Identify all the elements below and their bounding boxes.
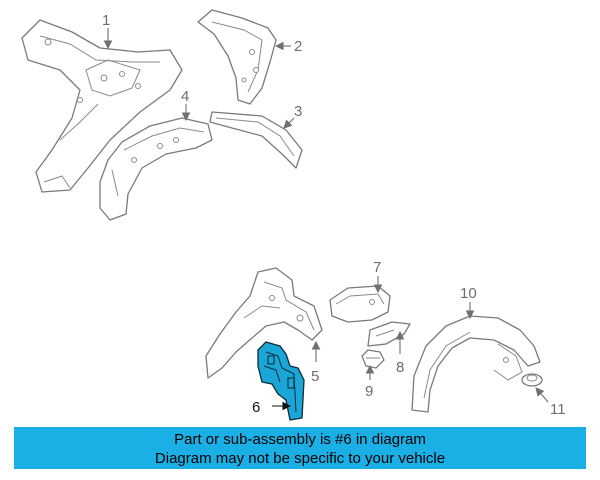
part-9-clip bbox=[361, 349, 385, 369]
callout-5: 5 bbox=[311, 368, 319, 385]
part-10-wheelhouse-liner bbox=[411, 315, 541, 413]
callout-10: 10 bbox=[460, 285, 477, 302]
part-7-bracket bbox=[329, 285, 391, 323]
callout-8: 8 bbox=[396, 359, 404, 376]
callout-6: 6 bbox=[252, 399, 260, 416]
part-11-plug bbox=[521, 373, 543, 387]
callout-11: 11 bbox=[550, 401, 566, 418]
callout-3: 3 bbox=[294, 103, 302, 120]
part-5-inner-wheelhouse bbox=[205, 267, 323, 379]
notice-banner: Part or sub-assembly is #6 in diagram Di… bbox=[14, 427, 586, 469]
part-8-small-bracket bbox=[367, 321, 411, 347]
callout-1: 1 bbox=[102, 12, 110, 29]
callout-4: 4 bbox=[181, 88, 189, 105]
part-4-wheelhouse-outer bbox=[99, 117, 213, 221]
part-3-rail bbox=[209, 111, 303, 169]
part-6-highlighted-bracket bbox=[257, 341, 305, 421]
callout-7: 7 bbox=[373, 259, 381, 276]
part-2-upper-reinforcement bbox=[197, 9, 277, 105]
exploded-view: 1 2 3 4 5 6 7 8 9 10 11 bbox=[21, 9, 566, 421]
callout-9: 9 bbox=[365, 383, 373, 400]
callout-2: 2 bbox=[294, 38, 302, 55]
part-1-quarter-inner-panel bbox=[21, 19, 183, 193]
banner-line-2: Diagram may not be specific to your vehi… bbox=[154, 450, 446, 467]
banner-line-1: Part or sub-assembly is #6 in diagram bbox=[174, 431, 426, 448]
parts-diagram: 1 2 3 4 5 6 7 8 9 10 11 bbox=[21, 9, 566, 421]
